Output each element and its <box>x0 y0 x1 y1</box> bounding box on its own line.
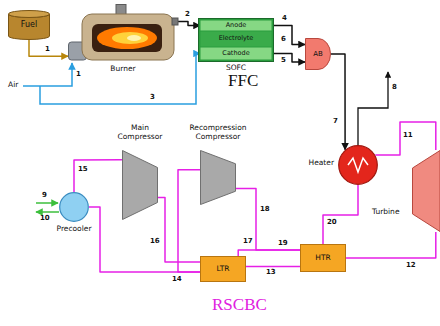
callout-number: 18 <box>260 206 270 214</box>
fuel-tank: Fuel <box>8 10 50 40</box>
burner-shape <box>68 4 178 62</box>
node-label: Precooler <box>48 225 100 234</box>
flow-line <box>158 198 200 262</box>
recuperator-box: HTR <box>300 244 346 272</box>
node-label: Turbine <box>372 208 412 217</box>
callout-number: 14 <box>172 276 182 284</box>
exhaust-line <box>358 72 388 145</box>
flow-line <box>178 21 200 25</box>
callout-number: 5 <box>281 57 286 65</box>
flow-line <box>272 26 305 45</box>
air-line <box>23 63 72 86</box>
flow-line <box>246 266 300 268</box>
node-label: HTR <box>300 254 346 263</box>
node-label: Heater <box>296 159 334 168</box>
cathode-layer: Cathode <box>200 47 272 60</box>
node-label: Anode <box>200 22 272 29</box>
node-label: Electrolyte <box>200 35 272 42</box>
flow-line <box>238 250 300 256</box>
callout-number: 2 <box>185 11 190 19</box>
callout-number: 16 <box>150 238 160 246</box>
callout-number: 15 <box>78 166 88 174</box>
turbine-shape <box>412 150 440 232</box>
node-label: AB <box>305 50 331 58</box>
water-line <box>36 211 59 213</box>
turbine: Turbine <box>372 150 440 234</box>
flow-line <box>323 185 358 244</box>
electrolyte-layer: Electrolyte <box>200 31 272 47</box>
afterburner: AB <box>305 38 331 70</box>
flow-line <box>346 232 436 258</box>
heater: Heater <box>296 143 380 187</box>
callout-number: 13 <box>266 269 276 277</box>
node-label: Recompression Compressor <box>180 124 256 141</box>
callout-number: 8 <box>392 84 397 92</box>
callout-number: 17 <box>243 238 253 246</box>
precooler: Precooler <box>52 192 96 236</box>
heater-shape <box>338 145 378 185</box>
callout-number: 1 <box>76 71 81 79</box>
flow-line <box>29 40 68 56</box>
callout-number: 12 <box>406 262 416 270</box>
callout-number: 4 <box>282 15 287 23</box>
flow-line <box>74 160 122 192</box>
burner: Burner <box>68 4 180 80</box>
flow-line <box>272 54 305 63</box>
flow-line <box>178 170 200 272</box>
main-compressor-shape <box>122 150 158 220</box>
recompression-compressor: Recompression Compressor <box>180 124 256 208</box>
callout-number: 19 <box>278 240 288 248</box>
recuperator-box: LTR <box>200 256 246 282</box>
callout-number: 11 <box>403 132 413 140</box>
section-title: FFC <box>228 72 258 91</box>
callout-number: 9 <box>42 192 47 200</box>
precooler-shape <box>59 192 89 222</box>
flow-line <box>375 122 436 155</box>
node-label: Fuel <box>8 20 50 29</box>
callout-number: 6 <box>281 36 286 44</box>
callout-number: 10 <box>40 215 50 223</box>
callout-number: 3 <box>150 94 155 102</box>
node-label: Cathode <box>200 50 272 57</box>
main-compressor: Main Compressor <box>108 124 172 222</box>
node-label: Main Compressor <box>108 124 172 141</box>
section-title: RSCBC <box>212 296 267 315</box>
sofc-stack: SOFCAnodeElectrolyteCathode <box>198 18 274 76</box>
recompression-compressor-shape <box>200 150 236 205</box>
callout-number: 1 <box>45 46 50 54</box>
air-line <box>40 54 200 105</box>
callout-number: 20 <box>327 219 337 227</box>
stream-label: Air <box>8 81 18 89</box>
flow-line <box>236 189 300 251</box>
callout-number: 7 <box>333 118 338 126</box>
flow-line <box>331 54 345 150</box>
anode-layer: Anode <box>200 20 272 31</box>
node-label: Burner <box>88 65 158 74</box>
water-line <box>36 202 58 204</box>
node-label: LTR <box>200 265 246 274</box>
